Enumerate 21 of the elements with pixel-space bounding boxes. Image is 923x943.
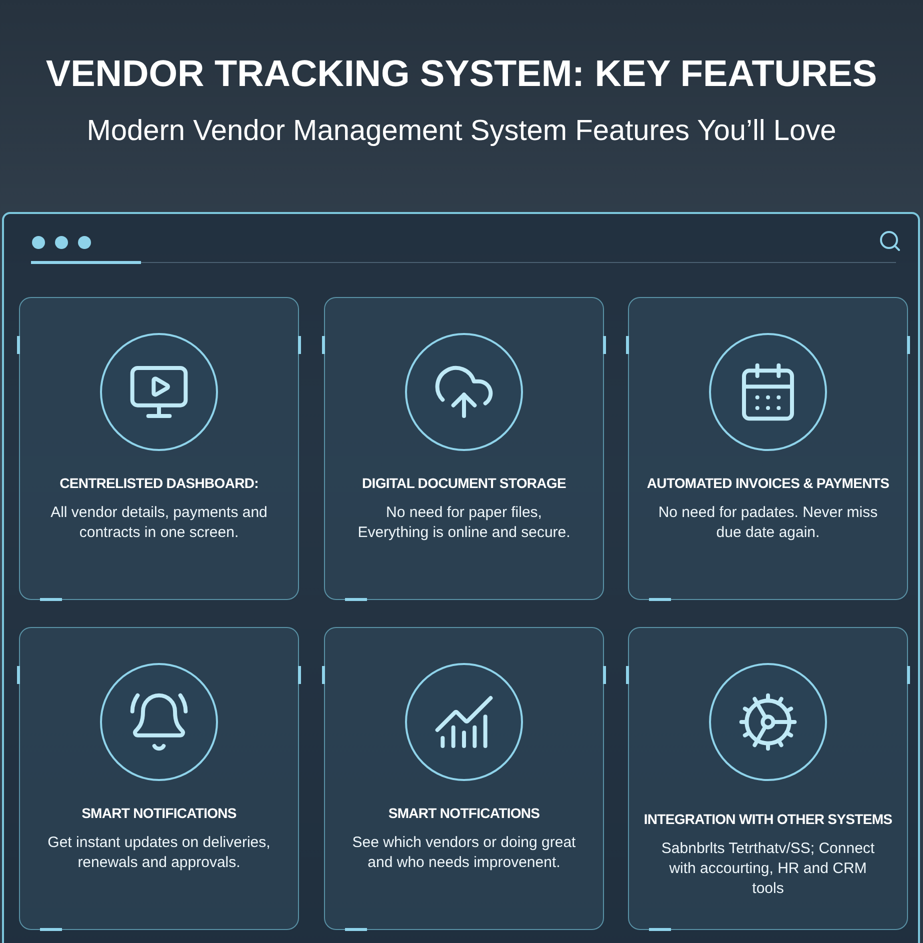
feature-heading: AUTOMATED INVOICES & PAYMENTS (646, 475, 890, 492)
feature-heading: SMART NOTIFICATIONS (82, 805, 236, 822)
feature-description: See which vendors or doing great and who needs improvenent. (351, 832, 577, 873)
feature-heading: CENTRELISTED DASHBOARD: (60, 475, 258, 492)
feature-description: No need for paper files, Everything is online and secure. (356, 502, 572, 543)
feature-heading: INTEGRATION WITH OTHER SYSTEMS (644, 811, 892, 828)
feature-description: No need for padates. Never miss due date again. (657, 502, 879, 543)
feature-card (628, 627, 908, 930)
feature-card (628, 297, 908, 600)
subtitle: Modern Vendor Management System Features You’ll Love (86, 114, 838, 149)
feature-description: All vendor details, payments and contracts in one screen. (50, 502, 268, 543)
feature-card (19, 627, 299, 930)
title: VENDOR TRACKING SYSTEM: KEY FEATURES (44, 52, 878, 96)
browser-window-panel (2, 212, 920, 943)
feature-card (324, 627, 604, 930)
feature-description: Get instant updates on deliveries, renewals and approvals. (46, 832, 272, 873)
feature-card (324, 297, 604, 600)
feature-card (19, 297, 299, 600)
feature-heading: SMART NOTFICATIONS (388, 805, 540, 822)
feature-description: Sabnbrlts Tetrthatv/SS; Connect with accourting, HR and CRM tools (660, 838, 876, 899)
feature-heading: DIGITAL DOCUMENT STORAGE (362, 475, 566, 492)
